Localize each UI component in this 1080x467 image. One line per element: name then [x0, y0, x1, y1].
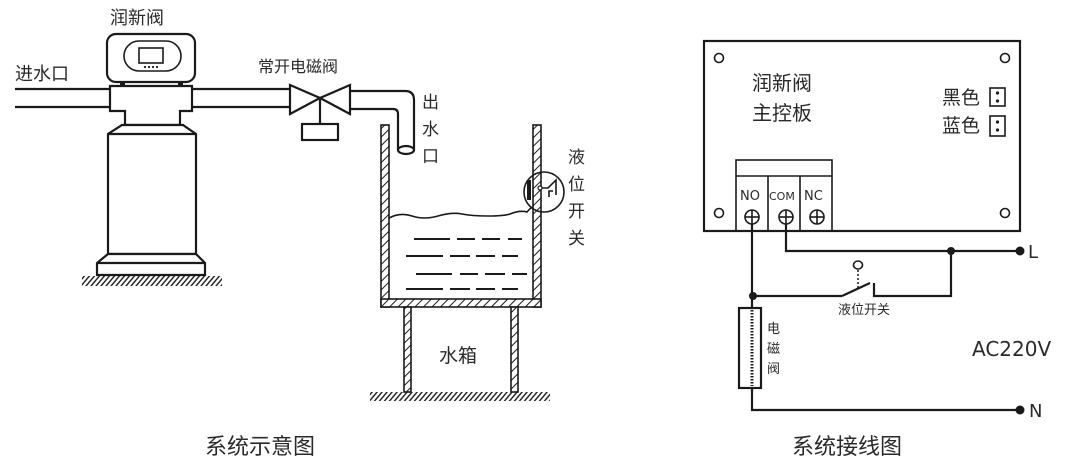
button-dots-icon	[143, 65, 159, 69]
board-title-line1: 润新阀	[752, 71, 812, 95]
system-schematic: 进水口 润新阀	[15, 8, 585, 460]
actuator-box	[300, 122, 340, 142]
tank-ground-hatch	[370, 392, 550, 401]
level-switch-wiring-label: 液位开关	[838, 303, 890, 318]
supply-voltage-label: AC220V	[972, 337, 1051, 361]
line-n-label: N	[1029, 401, 1042, 422]
display-screen-icon	[138, 47, 164, 64]
float-icon	[852, 260, 864, 270]
wiring-diagram: 润新阀 主控板 黑色 蓝色 NO COM NC	[702, 39, 1051, 460]
terminal-com-label: COM	[769, 190, 795, 203]
control-board	[702, 39, 1022, 233]
terminal-no-label: NO	[740, 189, 760, 204]
inlet-label: 进水口	[15, 64, 69, 85]
terminal-screw-icon	[744, 209, 760, 225]
water-level-lines	[406, 238, 527, 290]
board-title-line2: 主控板	[752, 101, 812, 125]
level-switch-label: 液 位 开 关	[568, 148, 585, 249]
svg-text:关: 关	[568, 229, 585, 249]
connector-blue: 蓝色	[942, 115, 1006, 137]
terminal-nc-label: NC	[804, 189, 823, 204]
solenoid-valve-label: 常开电磁阀	[258, 57, 338, 76]
solenoid-label: 电 磁 阀	[767, 322, 780, 377]
resin-tank	[106, 123, 198, 256]
water-tank: 水箱	[370, 124, 550, 401]
svg-text:黑色: 黑色	[942, 87, 980, 109]
terminal-screw-icon	[809, 209, 825, 225]
valve-body	[108, 84, 194, 127]
svg-text:电: 电	[767, 322, 780, 337]
outlet-elbow-pipe	[350, 89, 416, 156]
ground-hatch	[82, 276, 222, 286]
terminal-screw-icon	[778, 209, 794, 225]
tank-label: 水箱	[439, 345, 477, 367]
softener-valve: 润新阀	[82, 8, 222, 286]
inlet-pipe	[15, 87, 110, 109]
svg-text:蓝色: 蓝色	[942, 115, 980, 137]
mounting-holes	[713, 52, 1011, 219]
svg-text:液: 液	[568, 148, 585, 168]
softener-label: 润新阀	[110, 8, 164, 29]
svg-text:水: 水	[422, 120, 439, 140]
svg-text:位: 位	[568, 175, 585, 195]
terminal-n-dot	[1015, 405, 1025, 415]
schematic-caption: 系统示意图	[205, 435, 315, 460]
tank-base	[95, 252, 207, 277]
solenoid-coil	[737, 306, 763, 390]
wiring-caption: 系统接线图	[792, 435, 902, 460]
outlet-label: 出 水 口	[422, 93, 439, 167]
control-panel	[123, 40, 182, 72]
connector-black: 黑色	[942, 87, 1006, 109]
level-switch	[523, 171, 565, 213]
svg-text:阀: 阀	[767, 362, 780, 377]
svg-text:磁: 磁	[767, 342, 780, 357]
wires	[749, 224, 1025, 415]
normally-open-solenoid-valve: 常开电磁阀	[258, 57, 352, 142]
svg-text:开: 开	[568, 202, 585, 222]
terminal-l-dot	[1015, 246, 1025, 256]
terminal-block: NO COM NC	[735, 159, 833, 232]
line-l-label: L	[1028, 242, 1038, 263]
water-surface	[388, 206, 534, 219]
outlet-pipe	[192, 87, 290, 109]
svg-text:出: 出	[422, 93, 439, 113]
svg-text:口: 口	[422, 147, 439, 167]
